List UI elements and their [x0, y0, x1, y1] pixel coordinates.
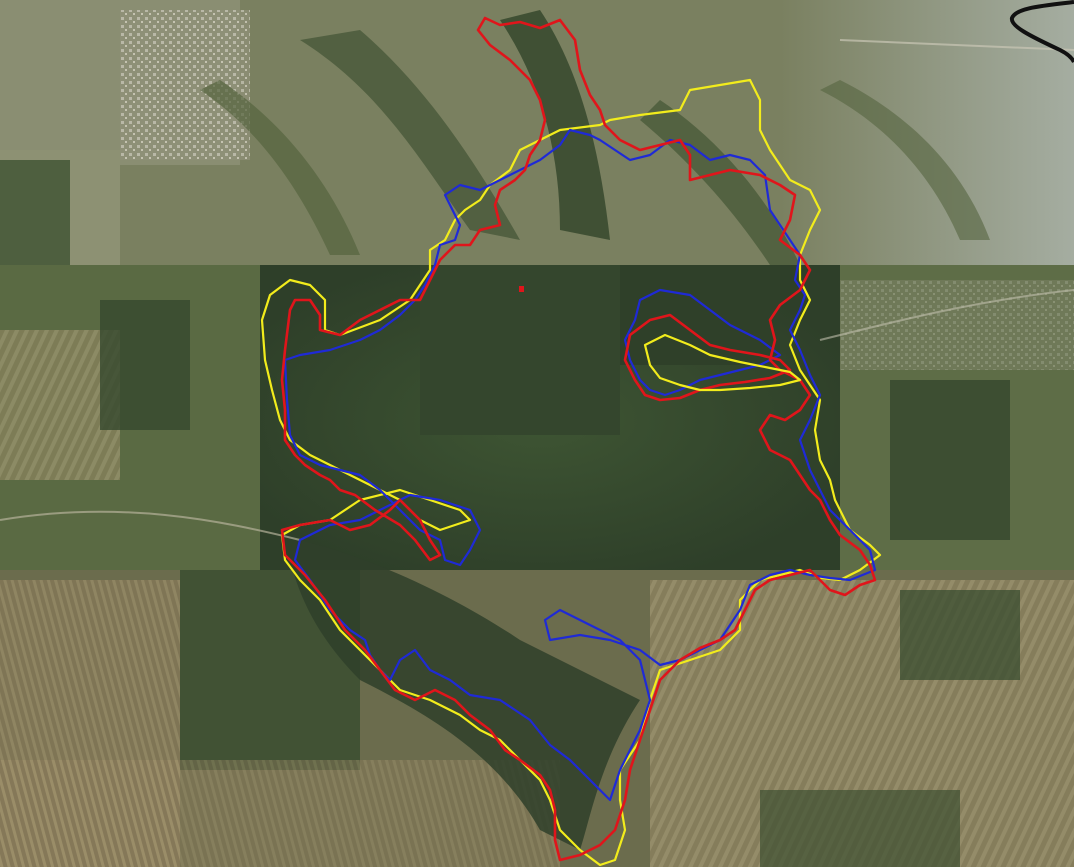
imagery-road-1 — [0, 510, 301, 541]
imagery-road-3 — [839, 39, 1074, 51]
imagery-tile-left-forest — [0, 160, 70, 270]
imagery-road-2 — [819, 289, 1074, 341]
imagery-tile-south-bottom-forest — [760, 790, 960, 867]
imagery-tile-south-bottom — [0, 760, 560, 867]
red-boundary-inner-loop[interactable] — [623, 313, 792, 402]
imagery-tile-east-forest — [890, 380, 1010, 540]
imagery-tile-center-north — [420, 265, 620, 435]
red-boundary[interactable] — [280, 16, 877, 862]
imagery-black-border — [1010, 0, 1074, 63]
blue-boundary-inner-loop[interactable] — [623, 288, 782, 397]
yellow-boundary-inner-loop[interactable] — [643, 333, 802, 392]
imagery-tile-south-east-forest — [900, 590, 1020, 680]
blue-boundary[interactable] — [283, 128, 877, 802]
imagery-ridge-1 — [300, 30, 520, 240]
imagery-tile-topleft-urban — [120, 10, 250, 160]
imagery-ridge-4 — [200, 80, 360, 255]
boundaries-layer — [260, 16, 882, 867]
red-marker[interactable] — [519, 286, 524, 292]
imagery-ridge-2 — [500, 10, 610, 240]
imagery-ridge-5 — [820, 80, 990, 240]
imagery-forest-core — [290, 540, 640, 850]
imagery-tile-west-forest — [100, 300, 190, 430]
imagery-tile-topright-haze — [780, 0, 1074, 270]
